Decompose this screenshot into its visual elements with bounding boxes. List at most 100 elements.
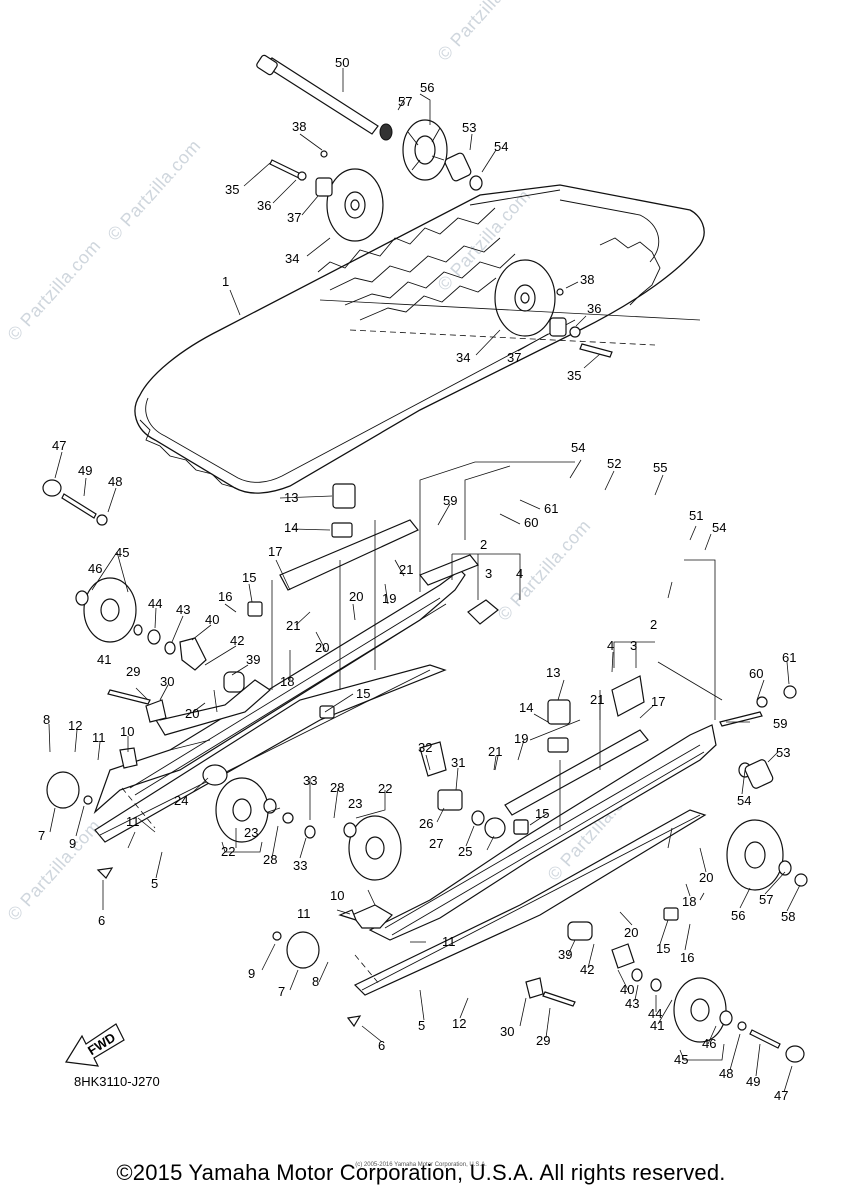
callout-23: 23 <box>348 796 362 811</box>
callout-41: 41 <box>650 1018 664 1033</box>
callout-35: 35 <box>567 368 581 383</box>
callout-33: 33 <box>303 773 317 788</box>
callout-21: 21 <box>286 618 300 633</box>
callout-17: 17 <box>268 544 282 559</box>
callout-11: 11 <box>126 814 140 829</box>
callout-13: 13 <box>284 490 298 505</box>
callout-42: 42 <box>580 962 594 977</box>
callout-19: 19 <box>382 591 396 606</box>
callout-13: 13 <box>546 665 560 680</box>
callout-18: 18 <box>280 674 294 689</box>
callout-4: 4 <box>607 638 614 653</box>
assembly-lines <box>121 299 723 986</box>
callout-52: 52 <box>607 456 621 471</box>
callout-21: 21 <box>488 744 502 759</box>
callout-12: 12 <box>68 718 82 733</box>
callout-15: 15 <box>535 806 549 821</box>
callout-15: 15 <box>356 686 370 701</box>
callout-16: 16 <box>218 589 232 604</box>
callout-61: 61 <box>544 501 558 516</box>
callout-22: 22 <box>221 844 235 859</box>
callout-22: 22 <box>378 781 392 796</box>
callout-56: 56 <box>420 80 434 95</box>
callout-2: 2 <box>480 537 487 552</box>
callout-33: 33 <box>293 858 307 873</box>
callout-16: 16 <box>680 950 694 965</box>
forward-arrow-icon: FWD <box>65 1023 125 1067</box>
callout-29: 29 <box>536 1033 550 1048</box>
callout-28: 28 <box>330 780 344 795</box>
callout-47: 47 <box>774 1088 788 1103</box>
callout-45: 45 <box>674 1052 688 1067</box>
callout-28: 28 <box>263 852 277 867</box>
callout-14: 14 <box>284 520 298 535</box>
callout-41: 41 <box>97 652 111 667</box>
callout-47: 47 <box>52 438 66 453</box>
callout-48: 48 <box>108 474 122 489</box>
callout-10: 10 <box>330 888 344 903</box>
callout-32: 32 <box>418 740 432 755</box>
callout-31: 31 <box>451 755 465 770</box>
leader-lines <box>48 68 801 1093</box>
right-rail-assembly <box>282 675 808 996</box>
callout-7: 7 <box>38 828 45 843</box>
callout-54: 54 <box>737 793 751 808</box>
callout-5: 5 <box>151 876 158 891</box>
tiny-copyright-notice: (c) 2005-2016 Yamaha Motor Corporation, … <box>355 1162 487 1168</box>
callout-59: 59 <box>443 493 457 508</box>
callout-20: 20 <box>349 589 363 604</box>
callout-1: 1 <box>222 274 229 289</box>
callout-8: 8 <box>312 974 319 989</box>
callout-29: 29 <box>126 664 140 679</box>
callout-56: 56 <box>731 908 745 923</box>
callout-61: 61 <box>782 650 796 665</box>
callout-49: 49 <box>78 463 92 478</box>
callout-54: 54 <box>712 520 726 535</box>
callout-34: 34 <box>456 350 470 365</box>
callout-54: 54 <box>494 139 508 154</box>
callout-50: 50 <box>335 55 349 70</box>
left-rail-assembly <box>42 479 499 879</box>
callout-17: 17 <box>651 694 665 709</box>
callout-20: 20 <box>185 706 199 721</box>
callout-15: 15 <box>656 941 670 956</box>
track-belt <box>134 184 705 494</box>
callout-26: 26 <box>419 816 433 831</box>
callout-53: 53 <box>776 745 790 760</box>
callout-20: 20 <box>315 640 329 655</box>
callout-36: 36 <box>587 301 601 316</box>
callout-60: 60 <box>749 666 763 681</box>
callout-57: 57 <box>759 892 773 907</box>
callout-59: 59 <box>773 716 787 731</box>
callout-15: 15 <box>242 570 256 585</box>
callout-34: 34 <box>285 251 299 266</box>
callout-38: 38 <box>580 272 594 287</box>
callout-3: 3 <box>630 638 637 653</box>
callout-57: 57 <box>398 94 412 109</box>
callout-6: 6 <box>378 1038 385 1053</box>
callout-11: 11 <box>442 934 456 949</box>
callout-40: 40 <box>620 982 634 997</box>
callout-18: 18 <box>682 894 696 909</box>
callout-4: 4 <box>516 566 523 581</box>
callout-60: 60 <box>524 515 538 530</box>
callout-7: 7 <box>278 984 285 999</box>
diagram-code: 8HK3110-J270 <box>74 1074 160 1089</box>
callout-37: 37 <box>507 350 521 365</box>
callout-21: 21 <box>399 562 413 577</box>
callout-numbers: 50 56 57 38 53 54 35 36 37 34 1 38 36 34… <box>38 55 796 1103</box>
callout-40: 40 <box>205 612 219 627</box>
callout-6: 6 <box>98 913 105 928</box>
callout-19: 19 <box>514 731 528 746</box>
callout-37: 37 <box>287 210 301 225</box>
callout-11: 11 <box>297 906 311 921</box>
callout-36: 36 <box>257 198 271 213</box>
callout-39: 39 <box>246 652 260 667</box>
callout-5: 5 <box>418 1018 425 1033</box>
callout-2: 2 <box>650 617 657 632</box>
callout-25: 25 <box>458 844 472 859</box>
callout-11: 11 <box>92 730 106 745</box>
callout-10: 10 <box>120 724 134 739</box>
callout-9: 9 <box>69 836 76 851</box>
callout-46: 46 <box>88 561 102 576</box>
